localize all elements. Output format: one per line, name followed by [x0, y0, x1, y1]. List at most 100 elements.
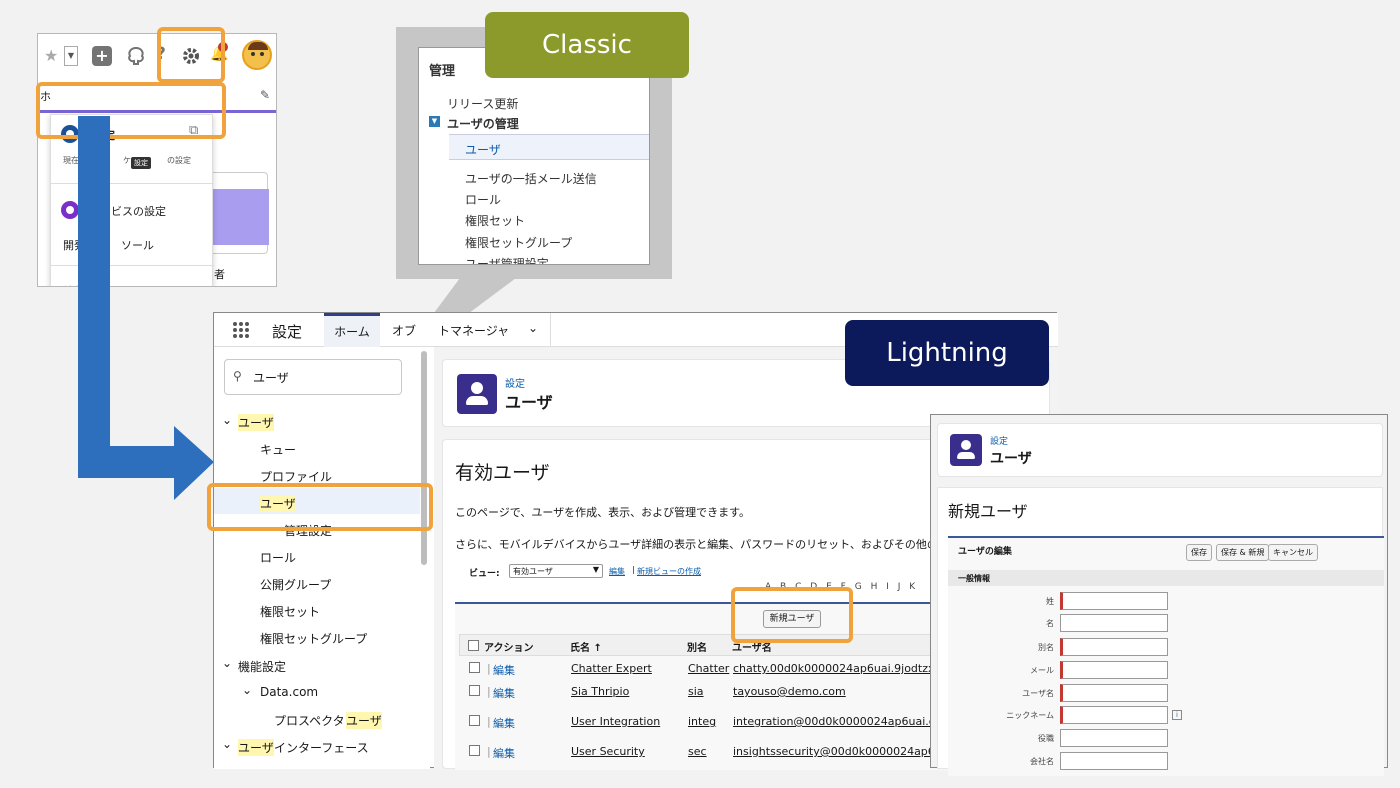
row-name[interactable]: Chatter Expert: [571, 662, 652, 675]
row-alias[interactable]: sia: [688, 685, 704, 698]
col-alias[interactable]: 別名: [687, 643, 707, 654]
favorites-dropdown-icon[interactable]: ▼: [64, 46, 78, 66]
alias-field[interactable]: [1060, 638, 1168, 656]
open-new-window-icon[interactable]: ⧉: [189, 123, 199, 138]
row-name[interactable]: User Security: [571, 745, 645, 758]
row-edit-link[interactable]: 編集: [493, 664, 515, 677]
setup-gear-icon[interactable]: [181, 46, 201, 66]
pencil-icon[interactable]: ✎: [260, 88, 271, 102]
classic-release-link[interactable]: リリース更新: [447, 97, 519, 111]
tree-user[interactable]: ユーザ: [260, 495, 296, 512]
avatar[interactable]: [242, 40, 272, 70]
col-username[interactable]: ユーザ名: [732, 643, 772, 654]
tab-home[interactable]: ホーム: [324, 313, 380, 347]
dev-console-menu-item-b[interactable]: ソール: [121, 239, 154, 252]
row-checkbox[interactable]: [469, 662, 480, 673]
email-field[interactable]: [1060, 661, 1168, 679]
tree-feature-settings[interactable]: 機能設定: [238, 660, 287, 674]
email-label: メール: [1030, 666, 1054, 675]
company-field[interactable]: [1060, 752, 1168, 770]
info-icon[interactable]: i: [1172, 710, 1182, 720]
row-checkbox[interactable]: [469, 685, 480, 696]
classic-item-roles[interactable]: ロール: [465, 193, 502, 207]
chevron-down-icon[interactable]: ⌄: [242, 683, 253, 697]
tree-perm-set-group[interactable]: 権限セットグループ: [260, 632, 368, 646]
classic-item-user-mgmt-settings[interactable]: ユーザ管理設定: [465, 257, 549, 265]
row-alias[interactable]: sec: [688, 745, 707, 758]
row-username[interactable]: integration@00d0k0000024ap6uai.com: [733, 715, 953, 728]
row-name[interactable]: Sia Thripio: [571, 685, 630, 698]
row-alias[interactable]: Chatter: [688, 662, 730, 675]
title-field[interactable]: [1060, 729, 1168, 747]
collapse-icon[interactable]: ▼: [429, 116, 440, 127]
setup-highlight-box: [36, 82, 226, 139]
tree-queue[interactable]: キュー: [260, 443, 297, 457]
col-action: アクション: [484, 643, 534, 654]
col-name[interactable]: 氏名 ↑: [570, 643, 602, 654]
edit-menu-item-a[interactable]: 編集: [63, 283, 85, 286]
select-all-checkbox[interactable]: [468, 640, 479, 651]
tree-ui-b[interactable]: インターフェース: [274, 741, 369, 755]
first-name-field[interactable]: [1060, 614, 1168, 632]
quick-find-input[interactable]: ⚲ ユーザ: [224, 359, 402, 395]
service-setup-menu-item[interactable]: ビスの設定: [111, 205, 166, 218]
tree-perm-set[interactable]: 権限セット: [260, 605, 321, 619]
username-field[interactable]: [1060, 684, 1168, 702]
alpha-h[interactable]: H: [870, 582, 878, 592]
chevron-down-icon[interactable]: ⌄: [222, 737, 233, 751]
row-checkbox[interactable]: [469, 745, 480, 756]
classic-item-mass-email[interactable]: ユーザの一括メール送信: [465, 172, 597, 186]
tree-public-group[interactable]: 公開グループ: [260, 578, 332, 592]
tree-users[interactable]: ユーザ: [238, 414, 274, 431]
row-username[interactable]: chatty.00d0k0000024ap6uai.9jodtzxg5f: [733, 662, 953, 675]
last-name-field[interactable]: [1060, 592, 1168, 610]
tree-ui-a[interactable]: ユーザ: [238, 739, 274, 756]
tab-object-manager-a[interactable]: オブ: [392, 324, 417, 338]
sidebar-scrollbar[interactable]: [421, 351, 427, 565]
view-select[interactable]: 有効ユーザ ▼: [509, 564, 603, 578]
save-new-button[interactable]: 保存 & 新規: [1216, 544, 1270, 561]
view-select-value: 有効ユーザ: [513, 567, 553, 576]
chevron-down-icon[interactable]: ⌄: [222, 413, 233, 427]
edit-menu-item-b[interactable]: ジ: [109, 283, 120, 286]
save-button[interactable]: 保存: [1186, 544, 1212, 561]
new-user-body: 新規ユーザ ユーザの編集 保存 保存 & 新規 キャンセル 一般情報 姓 名 別…: [937, 487, 1384, 776]
classic-item-perm-sets[interactable]: 権限セット: [465, 214, 526, 228]
classic-item-perm-set-groups[interactable]: 権限セットグループ: [465, 236, 573, 250]
alpha-k[interactable]: K: [909, 582, 916, 592]
tree-data-com[interactable]: Data.com: [260, 685, 319, 699]
tree-prospector-b[interactable]: ユーザ: [346, 712, 382, 729]
row-checkbox[interactable]: [469, 715, 480, 726]
trailhead-icon[interactable]: [126, 46, 146, 66]
add-icon[interactable]: +: [92, 46, 112, 66]
classic-user-mgmt[interactable]: ユーザの管理: [447, 117, 519, 131]
row-username[interactable]: insightssecurity@00d0k0000024ap6uai.com: [733, 745, 979, 758]
edit-view-link[interactable]: 編集: [609, 567, 625, 576]
row-edit-link[interactable]: 編集: [493, 687, 515, 700]
row-edit-link[interactable]: 編集: [493, 747, 515, 760]
tree-role[interactable]: ロール: [260, 551, 297, 565]
table-row: | 編集 Chatter Expert Chatter chatty.00d0k…: [469, 658, 1049, 680]
tree-prospector-a[interactable]: プロスペクタ: [274, 714, 345, 728]
app-launcher-icon[interactable]: [232, 321, 250, 339]
alpha-j[interactable]: J: [897, 582, 901, 592]
nickname-field[interactable]: [1060, 706, 1168, 724]
tab-object-manager-b[interactable]: トマネージャ: [438, 324, 510, 338]
header-breadcrumb[interactable]: 設定: [505, 379, 525, 390]
row-username[interactable]: tayouso@demo.com: [733, 685, 846, 698]
new-view-link[interactable]: 新規ビューの作成: [637, 567, 701, 576]
chevron-down-icon[interactable]: ⌄: [222, 656, 233, 670]
alpha-g[interactable]: G: [854, 582, 862, 592]
row-edit-link[interactable]: 編集: [493, 717, 515, 730]
tree-profile[interactable]: プロファイル: [260, 470, 333, 484]
favorites-star-icon[interactable]: ★: [44, 46, 59, 65]
new-user-breadcrumb[interactable]: 設定: [990, 437, 1009, 447]
row-name[interactable]: User Integration: [571, 715, 661, 728]
new-user-button[interactable]: 新規ユーザ: [763, 610, 821, 628]
classic-item-users[interactable]: ユーザ: [465, 143, 501, 157]
cancel-button[interactable]: キャンセル: [1268, 544, 1318, 561]
classic-setup-panel: 管理 リリース更新 ▼ ユーザの管理 ユーザ ユーザの一括メール送信 ロール 権…: [396, 27, 672, 279]
chevron-down-icon[interactable]: ⌄: [528, 321, 539, 335]
alpha-i[interactable]: I: [886, 582, 889, 592]
row-alias[interactable]: integ: [688, 715, 717, 728]
